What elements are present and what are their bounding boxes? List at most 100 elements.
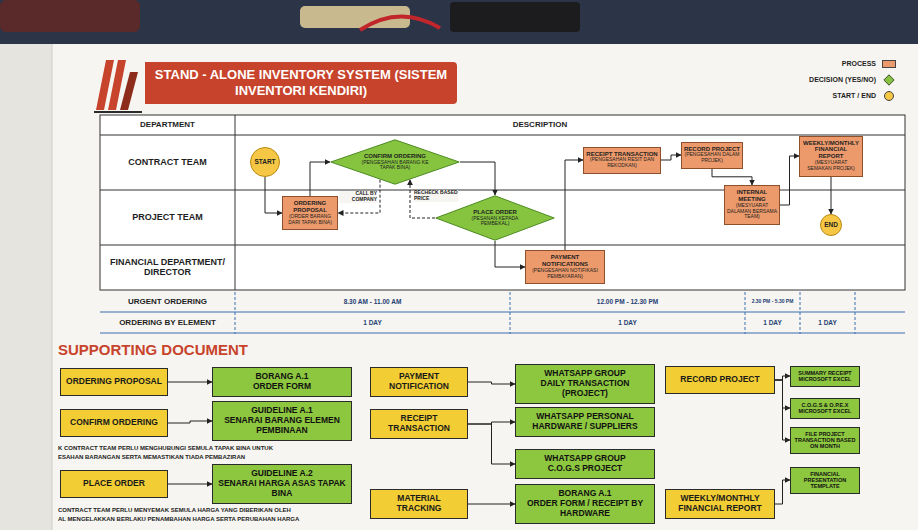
- connector: [831, 177, 832, 215]
- title-text: STAND - ALONE INVENTORY SYSTEM (SISTEM I…: [153, 67, 449, 98]
- connector: [310, 162, 330, 196]
- connector: [775, 480, 790, 504]
- node-title: PAYMENT NOTIFICATIONS: [528, 254, 602, 268]
- note-line: CONTRACT TEAM PERLU MENYEMAK SEMULA HARG…: [58, 507, 358, 514]
- node-title: RECEIPT TRANSACTION: [586, 151, 658, 158]
- node-title: GUIDELINE A.2: [216, 469, 348, 479]
- process-box: INTERNAL MEETING(MESYUARAT DALAMAN BERSA…: [724, 185, 780, 225]
- node-title: ORDERING PROPOSAL: [64, 377, 164, 387]
- fold-line: [52, 44, 53, 530]
- duration: 1 DAY: [746, 319, 799, 326]
- document-file-box: C.O.G.S & O.P.E.XMICROSOFT EXCEL: [790, 398, 860, 419]
- node-title: ORDERING PROPOSAL: [285, 200, 335, 214]
- node-subtitle: C.O.G.S PROJECT: [519, 464, 651, 474]
- document-step-box: WEEKLY/MONTHLY FINANCIAL REPORT: [665, 489, 775, 519]
- node-title: RECORD PROJECT: [669, 375, 771, 385]
- swimlane-table: [100, 115, 905, 290]
- timing-divider: [745, 292, 746, 334]
- node-title: WHATSAPP GROUP: [519, 369, 651, 379]
- row-line: [100, 245, 905, 246]
- connector: [495, 241, 525, 267]
- node-subtitle: MICROSOFT EXCEL: [793, 376, 857, 382]
- lane-name: FINANCIAL DEPARTMENT/ DIRECTOR: [102, 257, 233, 278]
- legend-swatch: [882, 60, 896, 68]
- desk-object: [450, 2, 580, 32]
- document-box: GUIDELINE A.2SENARAI HARGA ASAS TAPAK BI…: [212, 464, 352, 504]
- document-step-box: PLACE ORDER: [60, 470, 168, 498]
- document-file-box: FINANCIAL PRESENTATION TEMPLATE: [790, 467, 860, 494]
- diamond-shape: [331, 140, 459, 184]
- note-line: AL MENGELAKKAN BERLAKU PENAMBAHAN HARGA …: [58, 516, 358, 523]
- node-title: PLACE ORDER: [464, 209, 526, 216]
- node-title: WEEKLY/MONTHLY FINANCIAL REPORT: [802, 140, 860, 161]
- document-box: GUIDELINE A.1SENARAI BARANG ELEMEN PEMBI…: [212, 401, 352, 441]
- timing-name: URGENT ORDERING: [100, 297, 235, 306]
- node-title: FILE PROJECT TRANSACTION BASED ON MONTH: [793, 431, 857, 450]
- duration: 1 DAY: [512, 319, 743, 326]
- connector: [661, 155, 681, 160]
- node-title: GUIDELINE A.1: [216, 406, 348, 416]
- node-subtitle: (PENGESAHAN RESIT DAN REKODKAN): [586, 157, 658, 169]
- legend-swatch: [883, 74, 894, 85]
- document-step-box: RECEIPT TRANSACTION: [370, 409, 468, 439]
- node-title: PLACE ORDER: [64, 479, 164, 489]
- page-fold: [0, 44, 52, 530]
- node-title: CONFIRM ORDERING: [64, 418, 164, 428]
- document-step-box: PAYMENT NOTIFICATION: [370, 367, 468, 397]
- document-step-box: CONFIRM ORDERING: [60, 409, 168, 437]
- node-subtitle: ORDER FORM / RECEIPT BY HARDWARE: [519, 499, 651, 519]
- node-subtitle: (PENGESAHAN BARANG KE TAPAK BINA): [361, 160, 429, 172]
- connector: [265, 177, 282, 213]
- connector: [468, 424, 515, 464]
- timing-divider: [510, 292, 511, 334]
- timing-divider: [855, 292, 856, 334]
- node-subtitle: MICROSOFT EXCEL: [793, 408, 857, 414]
- node-title: SUMMARY RECEIPT: [793, 370, 857, 376]
- diamond-text: PLACE ORDER(PESANAN KEPADA PEMBEKAL): [464, 209, 526, 227]
- node-subtitle: (PENGESAHAN NOTIFIKASI PEMBAYARAN): [528, 268, 602, 280]
- connector: [468, 382, 515, 384]
- desk-object: [0, 0, 140, 32]
- note-line: ESAHAN BARANGAN SERTA MEMASTIKAN TIADA P…: [58, 454, 358, 461]
- document-box: BORANG A.1ORDER FORM / RECEIPT BY HARDWA…: [515, 484, 655, 524]
- dashed-connector: [338, 180, 380, 213]
- duration: 1 DAY: [237, 319, 508, 326]
- node-title: RECEIPT TRANSACTION: [374, 414, 464, 434]
- document-box: WHATSAPP PERSONALHARDWARE / SUPPLIERS: [515, 407, 655, 437]
- connector: [565, 160, 583, 250]
- document-step-box: RECORD PROJECT: [665, 366, 775, 394]
- legend-text: PROCESS: [736, 60, 876, 68]
- node-title: WHATSAPP PERSONAL: [519, 412, 651, 422]
- edge-label: RECHECK BASED PRICE: [414, 190, 458, 202]
- process-box: PAYMENT NOTIFICATIONS(PENGESAHAN NOTIFIK…: [525, 250, 605, 284]
- node-subtitle: SENARAI BARANG ELEMEN PEMBINAAN: [216, 416, 348, 436]
- timing-divider: [800, 292, 801, 334]
- timing-divider: [235, 292, 236, 334]
- node-title: BORANG A.1: [216, 372, 348, 382]
- node-subtitle: (MESYUARAT SEMAKAN PROJEK): [802, 160, 860, 172]
- logo-line: [94, 111, 142, 113]
- connector: [468, 504, 515, 505]
- paper-sheet: [0, 44, 918, 530]
- desk-strap: [360, 16, 440, 30]
- node-title: CONFIRM ORDERING: [361, 153, 429, 160]
- time-slot: 8.30 AM - 11.00 AM: [237, 298, 508, 305]
- connector: [168, 382, 212, 383]
- edge-label: CALL BY COMPANY: [339, 191, 377, 203]
- connector: [460, 162, 495, 195]
- node-title: C.O.G.S & O.P.E.X: [793, 402, 857, 408]
- node-title: INTERNAL MEETING: [727, 189, 777, 203]
- node-title: RECORD PROJECT: [684, 146, 740, 153]
- legend-swatch: [884, 91, 894, 101]
- connector: [712, 169, 752, 186]
- node-subtitle: (MESYUARAT DALAMAN BERSAMA TEAM): [727, 203, 777, 220]
- timing-line: [100, 332, 905, 333]
- document-file-box: SUMMARY RECEIPTMICROSOFT EXCEL: [790, 366, 860, 387]
- legend-text: START / END: [736, 92, 876, 100]
- title-banner: STAND - ALONE INVENTORY SYSTEM (SISTEM I…: [145, 62, 457, 103]
- section-heading: SUPPORTING DOCUMENT: [58, 341, 378, 358]
- node-subtitle: SENARAI HARGA ASAS TAPAK BINA: [216, 479, 348, 499]
